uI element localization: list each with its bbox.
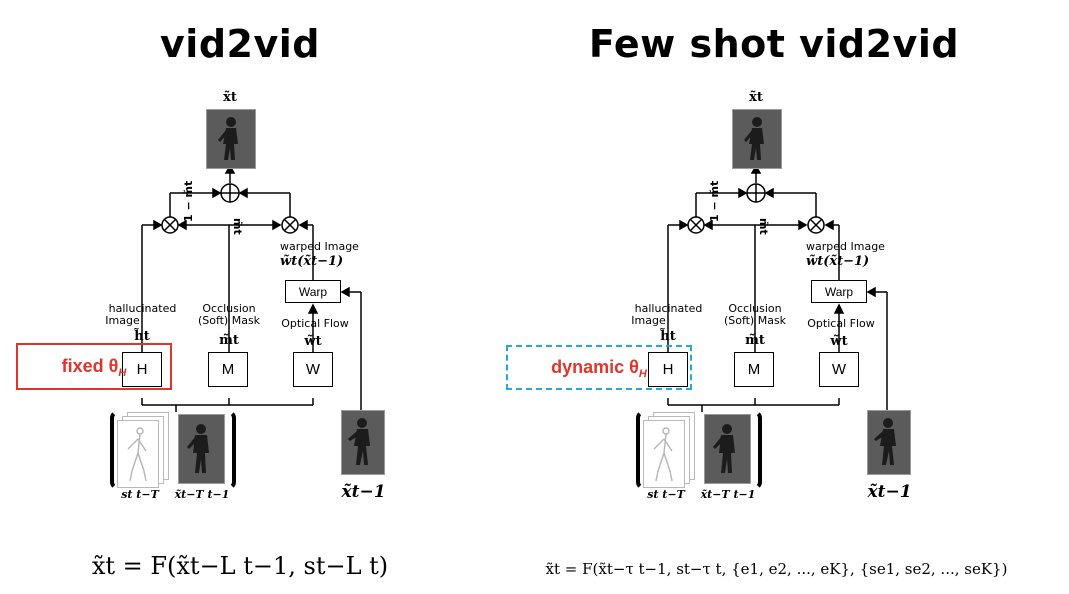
hallucinated-label-2: Image <box>105 314 140 327</box>
x-sequence-label: x̃t−T t−1 <box>174 488 230 501</box>
w-box: W <box>293 352 333 387</box>
output-frame-image <box>732 109 782 169</box>
output-symbol: x̃t <box>749 90 763 105</box>
warped-symbol: w̃t(x̃t−1) <box>806 254 870 269</box>
prev-frames-image <box>704 414 751 484</box>
wiring-diagram <box>141 164 362 412</box>
prev-output-image <box>341 410 385 475</box>
skeleton-frame-1 <box>117 420 159 488</box>
vid2vid-equation: x̃t = F(x̃t−L t−1, st−L t) <box>91 552 389 580</box>
fixed-theta-label: fixed θ H <box>16 343 172 390</box>
theta-subscript: H <box>638 367 647 380</box>
h-symbol: h̃t <box>134 329 150 344</box>
hallucinated-label-1: hallucinated <box>108 302 177 315</box>
warped-symbol: w̃t(x̃t−1) <box>280 254 344 269</box>
optical-flow-label: Optical Flow <box>281 317 349 330</box>
occlusion-label-1: Occlusion <box>202 302 256 315</box>
occlusion-label-2: (Soft) Mask <box>723 314 787 327</box>
dynamic-theta-text: dynamic θ <box>551 357 639 377</box>
m-box: M <box>208 352 248 387</box>
m-box: M <box>734 352 774 387</box>
output-symbol: x̃t <box>223 90 237 105</box>
warp-box: Warp <box>811 280 867 303</box>
s-sequence-label: st t−T <box>121 488 159 501</box>
h-box: H <box>648 352 688 387</box>
x-sequence-label: x̃t−T t−1 <box>700 488 756 501</box>
mask-label-rotated: m̃t <box>231 218 244 235</box>
prev-output-image <box>867 410 911 475</box>
input-bracket <box>636 410 762 490</box>
hallucinated-label-1: hallucinated <box>634 302 703 315</box>
fixed-theta-text: fixed θ <box>61 356 119 376</box>
warp-box: Warp <box>285 280 341 303</box>
h-box: H <box>122 352 162 387</box>
s-sequence-label: st t−T <box>647 488 685 501</box>
warped-image-label: warped Image <box>280 240 359 253</box>
prev-output-symbol: x̃t−1 <box>341 482 386 502</box>
warped-image-label: warped Image <box>806 240 885 253</box>
w-symbol: w̃t <box>304 334 322 349</box>
prev-frames-image <box>178 414 225 484</box>
dynamic-theta-label: dynamic θ H <box>506 345 692 390</box>
panel-few-shot-vid2vid: Few shot vid2vid <box>506 0 1058 594</box>
mask-label-rotated: m̃t <box>757 218 770 235</box>
one-minus-mask-label: 1 − m̃t <box>182 180 195 222</box>
input-bracket <box>110 410 236 490</box>
occlusion-label-1: Occlusion <box>728 302 782 315</box>
w-box: W <box>819 352 859 387</box>
skeleton-frame-1 <box>643 420 685 488</box>
optical-flow-label: Optical Flow <box>807 317 875 330</box>
w-symbol: w̃t <box>830 334 848 349</box>
m-symbol: m̃t <box>745 333 765 348</box>
wiring-diagram <box>667 164 888 412</box>
panel-title: Few shot vid2vid <box>588 22 960 66</box>
one-minus-mask-label: 1 − m̃t <box>708 180 721 222</box>
prev-output-symbol: x̃t−1 <box>867 482 912 502</box>
m-symbol: m̃t <box>219 333 239 348</box>
hallucinated-label-2: Image <box>631 314 666 327</box>
panel-title: vid2vid <box>160 22 320 66</box>
few-shot-equation: x̃t = F(x̃t−τ t−1, st−τ t, {e1, e2, ...,… <box>545 560 1008 578</box>
output-frame-image <box>206 109 256 169</box>
theta-subscript: H <box>118 366 127 379</box>
panel-vid2vid: vid2vid <box>0 0 534 594</box>
occlusion-label-2: (Soft) Mask <box>197 314 261 327</box>
h-symbol: h̃t <box>660 329 676 344</box>
